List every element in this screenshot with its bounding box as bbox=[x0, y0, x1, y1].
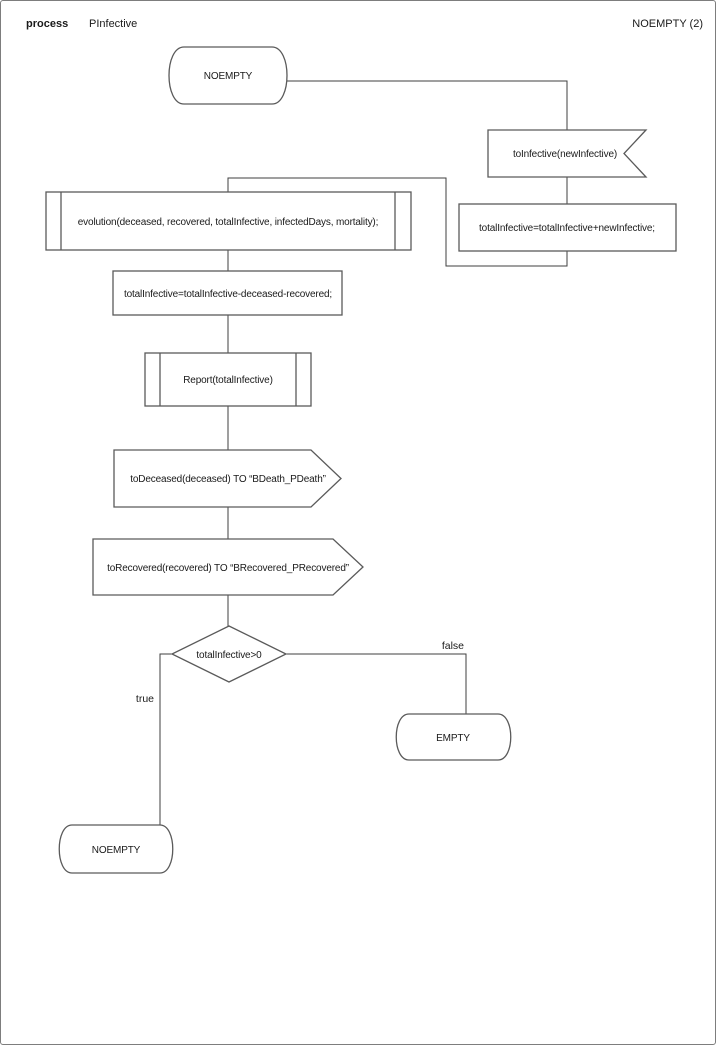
procedure-label: evolution(deceased, recovered, totalInfe… bbox=[78, 217, 378, 228]
procedure-shape bbox=[45, 191, 412, 251]
output-signal-label: toDeceased(deceased) TO “BDeath_PDeath” bbox=[130, 474, 326, 485]
decision-label: totalInfective>0 bbox=[196, 650, 262, 661]
output-signal-shape bbox=[92, 538, 364, 596]
task-add-infective: totalInfective=totalInfective+newInfecti… bbox=[458, 203, 677, 252]
task-subtract-infective: totalInfective=totalInfective-deceased-r… bbox=[112, 270, 343, 316]
input-signal-shape bbox=[487, 129, 648, 178]
decision-shape bbox=[170, 625, 288, 683]
input-signal-label: toInfective(newInfective) bbox=[513, 149, 617, 160]
process-name: PInfective bbox=[89, 18, 138, 30]
output-torecovered: toRecovered(recovered) TO “BRecovered_PR… bbox=[92, 538, 364, 596]
task-shape bbox=[112, 270, 343, 316]
connector-task-add-to-evolution bbox=[227, 177, 568, 267]
task-shape bbox=[458, 203, 677, 252]
state-shape bbox=[58, 824, 174, 874]
procedure-report: Report(totalInfective) bbox=[144, 352, 312, 407]
task-label: totalInfective=totalInfective+newInfecti… bbox=[479, 223, 655, 234]
procedure-label: Report(totalInfective) bbox=[183, 375, 273, 386]
task-label: totalInfective=totalInfective-deceased-r… bbox=[124, 289, 332, 300]
output-signal-shape bbox=[113, 449, 342, 508]
procedure-shape bbox=[144, 352, 312, 407]
decision-totalinfective: totalInfective>0 bbox=[170, 625, 288, 683]
false-branch-label: false bbox=[442, 640, 464, 652]
output-todeceased: toDeceased(deceased) TO “BDeath_PDeath” bbox=[113, 449, 342, 508]
connector-true-branch bbox=[159, 653, 172, 825]
state-label: NOEMPTY bbox=[204, 71, 253, 82]
state-shape bbox=[395, 713, 512, 761]
connector-false-branch bbox=[286, 653, 467, 714]
procedure-evolution: evolution(deceased, recovered, totalInfe… bbox=[45, 191, 412, 251]
state-noempty-start: NOEMPTY bbox=[168, 46, 288, 105]
connector-start-to-input bbox=[287, 80, 568, 130]
process-kind-label: process bbox=[26, 18, 69, 30]
state-noempty-end: NOEMPTY bbox=[58, 824, 174, 874]
state-shape bbox=[168, 46, 288, 105]
true-branch-label: true bbox=[136, 693, 154, 705]
state-label: NOEMPTY bbox=[92, 845, 141, 856]
input-toinfective: toInfective(newInfective) bbox=[487, 129, 648, 178]
output-signal-label: toRecovered(recovered) TO “BRecovered_PR… bbox=[107, 563, 349, 574]
state-empty: EMPTY bbox=[395, 713, 512, 761]
page-state-title: NOEMPTY (2) bbox=[632, 18, 703, 30]
state-label: EMPTY bbox=[436, 733, 470, 744]
